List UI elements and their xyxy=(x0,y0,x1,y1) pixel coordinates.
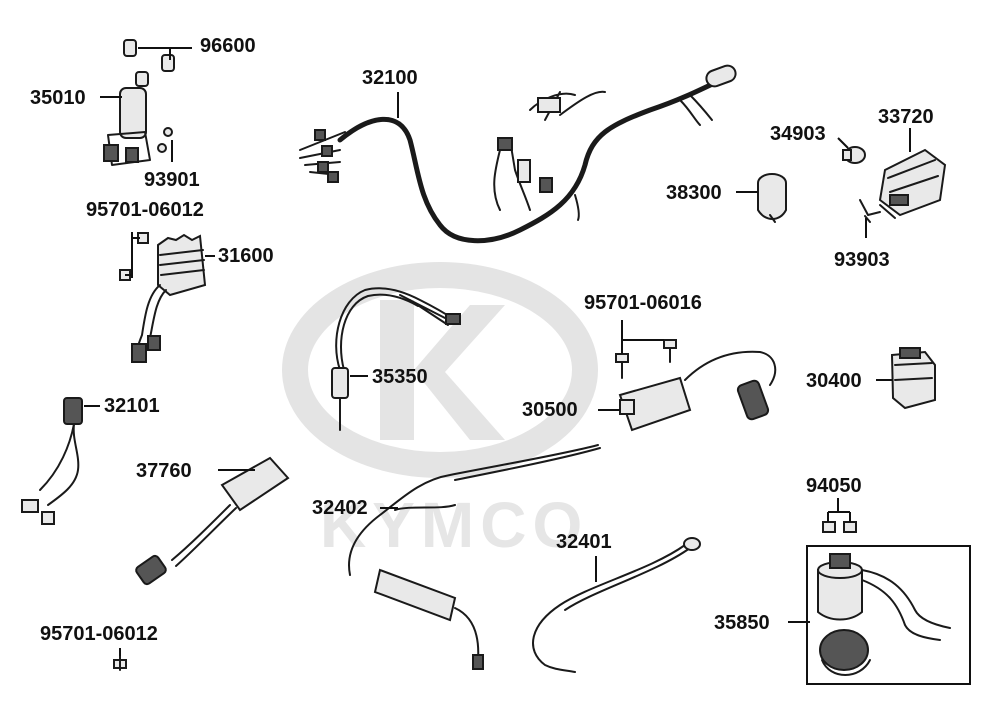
label-95701-06016: 95701-06016 xyxy=(584,292,702,314)
part-30500-ignition-coil xyxy=(618,350,777,432)
part-38300-horn xyxy=(757,173,787,223)
label-93901: 93901 xyxy=(144,169,200,191)
part-33720-relay xyxy=(878,148,947,217)
label-31600: 31600 xyxy=(218,245,274,267)
label-35350: 35350 xyxy=(372,366,428,388)
label-96600: 96600 xyxy=(200,35,256,57)
part-34903-bulb xyxy=(842,146,866,164)
label-33720: 33720 xyxy=(878,106,934,128)
part-35850-frame xyxy=(806,545,971,685)
part-32401-ground-cable xyxy=(532,537,701,673)
label-35850: 35850 xyxy=(714,612,770,634)
label-32101: 32101 xyxy=(104,395,160,417)
part-35010-ignition-switch xyxy=(103,39,175,166)
label-95701-06012-top: 95701-06012 xyxy=(86,199,204,221)
part-32402-cable-with-resistor xyxy=(348,444,601,670)
part-32101-sub-harness xyxy=(21,397,83,525)
label-30400: 30400 xyxy=(806,370,862,392)
kymco-watermark-text: KYMCO xyxy=(320,489,589,561)
part-95701-06012-bottom-bolt xyxy=(113,653,127,671)
part-30400-cdi-unit xyxy=(890,347,936,410)
part-95701-06016-bolts xyxy=(615,339,677,379)
label-35010: 35010 xyxy=(30,87,86,109)
label-32402: 32402 xyxy=(312,497,368,519)
part-35350-sensor-cable xyxy=(331,287,461,431)
part-37760-sensor xyxy=(135,456,290,586)
label-38300: 38300 xyxy=(666,182,722,204)
part-93903-clamp xyxy=(859,199,896,223)
part-35850-starter-relay xyxy=(817,553,951,676)
part-32100-main-harness xyxy=(299,64,737,244)
label-95701-06012-bottom: 95701-06012 xyxy=(40,623,158,645)
label-32100: 32100 xyxy=(362,67,418,89)
part-94050-nuts xyxy=(822,521,857,533)
label-30500: 30500 xyxy=(522,399,578,421)
label-94050: 94050 xyxy=(806,475,862,497)
label-32401: 32401 xyxy=(556,531,612,553)
label-37760: 37760 xyxy=(136,460,192,482)
label-34903: 34903 xyxy=(770,123,826,145)
label-93903: 93903 xyxy=(834,249,890,271)
